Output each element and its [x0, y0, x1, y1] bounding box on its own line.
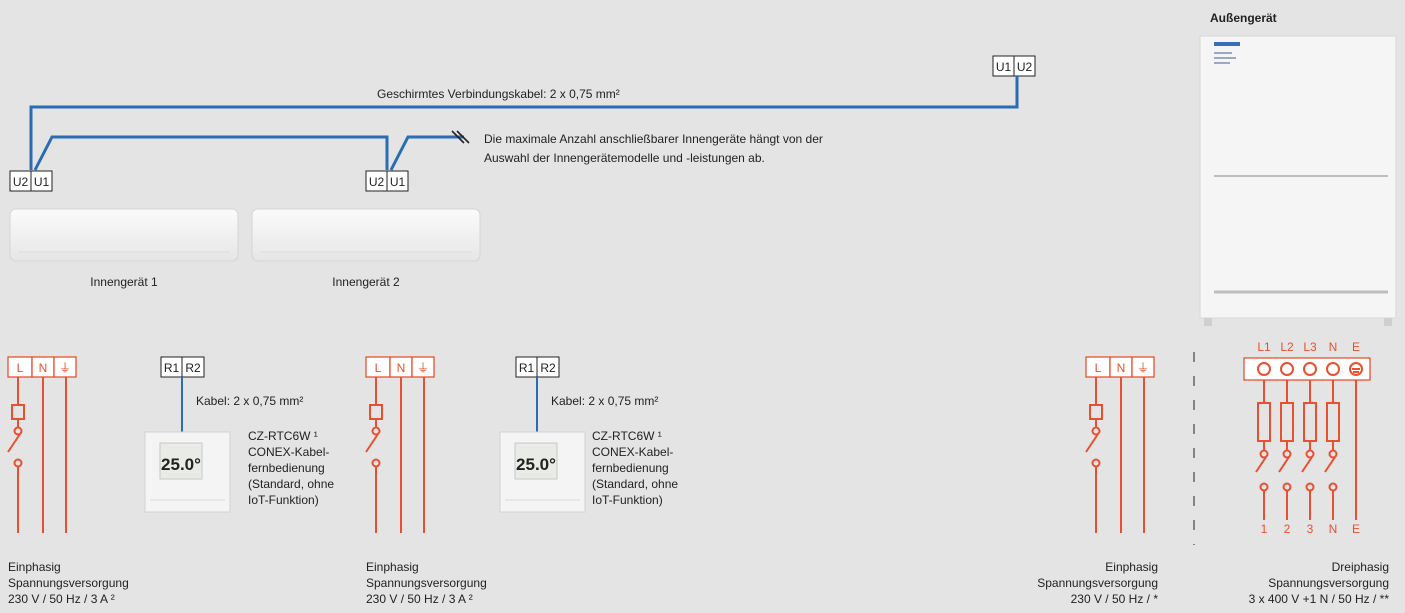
remote1-desc-line4: (Standard, ohne — [248, 477, 334, 491]
tp-label-spec: 3 x 400 V +1 N / 50 Hz / ** — [1249, 592, 1390, 606]
indoor1-terminal-u1: U1 — [34, 175, 50, 189]
remote2-cable-label: Kabel: 2 x 0,75 mm² — [551, 394, 658, 408]
ps3-label-spec: 230 V / 50 Hz / * — [1071, 592, 1159, 606]
tp-bottom-e: E — [1352, 522, 1360, 536]
tp-label-l1: L1 — [1257, 340, 1271, 354]
terminal-u2: U2 — [1017, 60, 1033, 74]
ps1-terminal-n: N — [39, 361, 48, 375]
remote1-terminal-r1: R1 — [164, 361, 180, 375]
ps3-terminal-earth: ⏚ — [1137, 361, 1149, 375]
tp-label-e: E — [1352, 340, 1360, 354]
max-units-note-line1: Die maximale Anzahl anschließbarer Innen… — [484, 132, 823, 146]
ps3-label-title: Spannungsversorgung — [1037, 576, 1158, 590]
power-supply-2: L N ⏚ Einphasig Spannungsversorgung 230 … — [365, 356, 487, 606]
ps1-terminal-earth: ⏚ — [59, 361, 71, 375]
ps3-terminal-l: L — [1095, 361, 1102, 375]
ps2-terminal-earth: ⏚ — [417, 361, 429, 375]
remote1-display-value: 25.0° — [161, 455, 201, 474]
tp-label-title: Spannungsversorgung — [1268, 576, 1389, 590]
ps3-terminal-n: N — [1117, 361, 1126, 375]
ps2-label-spec: 230 V / 50 Hz / 3 A ² — [366, 592, 473, 606]
indoor-unit-1-label: Innengerät 1 — [90, 275, 158, 289]
outdoor-unit-image — [1199, 35, 1397, 326]
tp-bottom-3: 3 — [1307, 522, 1314, 536]
tp-bottom-1: 1 — [1261, 522, 1268, 536]
remote-controller-1: R1 R2 Kabel: 2 x 0,75 mm² 25.0° CZ-RTC6W… — [144, 356, 334, 513]
power-supply-1: L N ⏚ Einphasig Spannungsversorgung 230 … — [7, 356, 129, 606]
remote1-desc-line5: IoT-Funktion) — [248, 493, 319, 507]
remote-controller-2: R1 R2 Kabel: 2 x 0,75 mm² 25.0° CZ-RTC6W… — [499, 356, 678, 513]
ps1-label-type: Einphasig — [8, 560, 61, 574]
remote2-display-value: 25.0° — [516, 455, 556, 474]
ps2-label-title: Spannungsversorgung — [366, 576, 487, 590]
tp-label-type: Dreiphasig — [1332, 560, 1389, 574]
indoor-unit-2-label: Innengerät 2 — [332, 275, 400, 289]
tp-bottom-n: N — [1329, 522, 1338, 536]
remote1-model: CZ-RTC6W ¹ — [248, 429, 318, 443]
ps3-label-type: Einphasig — [1105, 560, 1158, 574]
remote2-desc-line2: CONEX-Kabel- — [592, 445, 673, 459]
remote1-desc-line2: CONEX-Kabel- — [248, 445, 329, 459]
indoor2-terminal-u1: U1 — [390, 175, 406, 189]
tp-label-l3: L3 — [1303, 340, 1317, 354]
remote1-desc-line3: fernbedienung — [248, 461, 325, 475]
bus-cable — [29, 76, 1019, 171]
ps1-terminal-l: L — [17, 361, 24, 375]
ps1-label-title: Spannungsversorgung — [8, 576, 129, 590]
remote2-desc-line3: fernbedienung — [592, 461, 669, 475]
remote2-desc-line5: IoT-Funktion) — [592, 493, 663, 507]
cable-break-symbol — [451, 130, 470, 144]
tp-label-l2: L2 — [1280, 340, 1294, 354]
tp-bottom-2: 2 — [1284, 522, 1291, 536]
indoor-unit-2: U2 U1 Innengerät 2 — [251, 170, 481, 289]
outdoor-bus-terminal: U1 U2 — [992, 55, 1036, 77]
remote1-terminal-r2: R2 — [185, 361, 201, 375]
remote2-desc-line4: (Standard, ohne — [592, 477, 678, 491]
ps1-label-spec: 230 V / 50 Hz / 3 A ² — [8, 592, 115, 606]
terminal-u1: U1 — [996, 60, 1012, 74]
remote2-terminal-r2: R2 — [540, 361, 556, 375]
remote2-model: CZ-RTC6W ¹ — [592, 429, 662, 443]
remote1-cable-label: Kabel: 2 x 0,75 mm² — [196, 394, 303, 408]
indoor1-terminal-u2: U2 — [13, 175, 29, 189]
power-supply-3: L N ⏚ Einphasig Spannungsversorgung 230 … — [1037, 356, 1159, 606]
indoor-unit-1-image — [9, 208, 239, 262]
remote2-terminal-r1: R1 — [519, 361, 535, 375]
outdoor-unit-title: Außengerät — [1210, 11, 1277, 25]
bus-cable-label: Geschirmtes Verbindungskabel: 2 x 0,75 m… — [377, 87, 620, 101]
tp-label-n: N — [1329, 340, 1338, 354]
indoor-unit-1: U2 U1 Innengerät 1 — [9, 170, 239, 289]
max-units-note-line2: Auswahl der Innengerätemodelle und -leis… — [484, 151, 765, 165]
indoor-unit-2-image — [251, 208, 481, 262]
power-supply-three-phase: L1 L2 L3 N E — [1243, 340, 1390, 606]
ps2-terminal-n: N — [397, 361, 406, 375]
indoor2-terminal-u2: U2 — [369, 175, 385, 189]
ps2-label-type: Einphasig — [366, 560, 419, 574]
ps2-terminal-l: L — [375, 361, 382, 375]
